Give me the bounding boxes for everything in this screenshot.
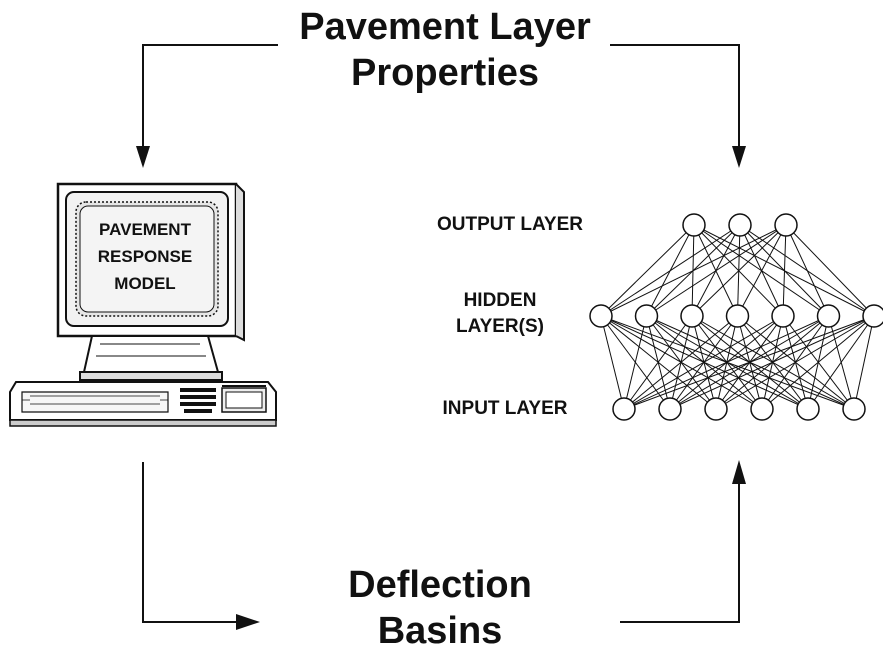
keyboard: [9, 381, 277, 427]
output-layer-label: OUTPUT LAYER: [436, 214, 584, 235]
title-top-line2: Properties: [351, 52, 539, 94]
connection: [785, 224, 875, 317]
output-hidden-connections: [600, 224, 875, 317]
connection: [646, 224, 787, 317]
neural-network: [589, 213, 883, 421]
arrow-basins-to-network: [620, 480, 740, 623]
hidden-input-connections: [600, 315, 875, 410]
connection: [737, 224, 787, 317]
connection: [623, 315, 784, 410]
arrow-properties-to-network-head: [732, 146, 746, 168]
arrow-model-to-basins-head: [236, 614, 260, 630]
connection: [623, 315, 738, 410]
connection: [600, 315, 625, 410]
arrow-properties-to-model-head: [136, 146, 150, 168]
arrow-properties-to-model: [142, 44, 278, 150]
title-deflection-basins: Deflection Basins: [320, 566, 560, 658]
connection: [600, 224, 695, 317]
connection: [600, 224, 741, 317]
connection: [600, 224, 787, 317]
hidden-node: [725, 304, 750, 328]
arrow-properties-to-network: [610, 44, 740, 150]
input-node: [612, 397, 636, 421]
hidden-node: [862, 304, 883, 328]
title-top-line1: Pavement Layer: [299, 6, 591, 48]
hidden-node: [589, 304, 613, 328]
connection: [715, 315, 875, 410]
input-node: [704, 397, 728, 421]
connection: [691, 224, 787, 317]
output-node: [774, 213, 798, 237]
connection: [669, 315, 875, 410]
hidden-node: [680, 304, 704, 328]
screen-line-2: RESPONSE: [97, 247, 193, 266]
input-node: [750, 397, 774, 421]
monitor-stand: [82, 335, 220, 373]
flow-arrows: [136, 44, 746, 630]
hidden-node: [816, 304, 841, 328]
connection: [623, 315, 829, 410]
input-node: [796, 397, 820, 421]
title-bottom-line1: Deflection: [348, 564, 532, 606]
connection: [853, 315, 875, 410]
input-node: [658, 397, 682, 421]
arrow-model-to-basins: [142, 462, 240, 623]
pavement-response-model-label: PAVEMENT RESPONSE MODEL: [80, 216, 210, 297]
connection: [623, 315, 647, 410]
output-node: [682, 213, 706, 237]
connection: [623, 315, 875, 410]
hidden-label-line1: HIDDEN: [463, 290, 537, 311]
title-bottom-line2: Basins: [377, 610, 503, 652]
hidden-label-line2: LAYER(S): [456, 316, 544, 337]
connection: [782, 224, 787, 317]
connection: [785, 224, 829, 317]
input-node: [842, 397, 866, 421]
output-node: [728, 213, 752, 237]
connection: [761, 315, 875, 410]
hidden-layer-label: HIDDEN LAYER(S): [420, 288, 580, 340]
computer-icon: [9, 182, 277, 427]
hidden-node: [634, 304, 659, 328]
hidden-node: [771, 304, 795, 328]
connection: [807, 315, 875, 410]
screen-line-1: PAVEMENT: [99, 220, 191, 239]
screen-line-3: MODEL: [114, 274, 176, 293]
title-pavement-layer-properties: Pavement Layer Properties: [270, 8, 620, 100]
connection: [623, 315, 693, 410]
input-layer-label: INPUT LAYER: [442, 398, 568, 419]
arrow-basins-to-network-head: [732, 460, 746, 484]
